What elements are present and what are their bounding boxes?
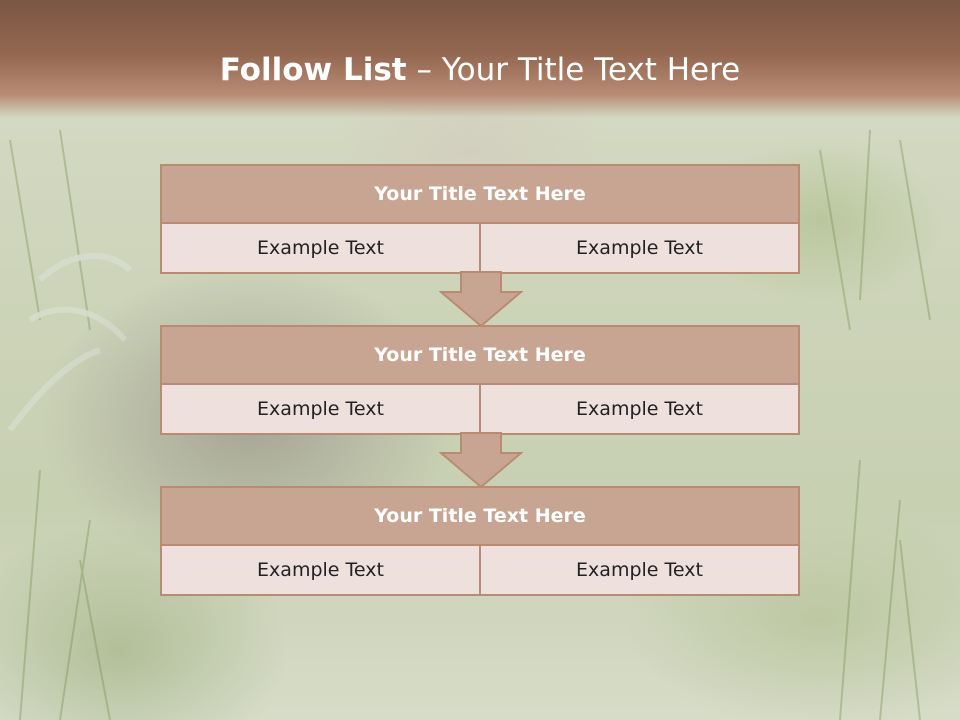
step-title: Your Title Text Here [162,166,798,224]
step-right-text: Example Text [479,546,798,594]
step-left-text: Example Text [257,398,384,420]
step-box-1: Your Title Text Here Example Text Exampl… [160,164,800,274]
down-arrow-icon [439,271,523,328]
title-bar [0,0,960,118]
step-title: Your Title Text Here [162,327,798,385]
down-arrow-icon [439,432,523,489]
step-title: Your Title Text Here [162,488,798,546]
title-bold: Follow List [219,52,407,88]
step-left-text: Example Text [257,559,384,581]
step-right-text: Example Text [479,385,798,433]
step-box-3: Your Title Text Here Example Text Exampl… [160,486,800,596]
step-box-2: Your Title Text Here Example Text Exampl… [160,325,800,435]
slide-title: Follow List – Your Title Text Here [0,52,960,88]
step-left-text: Example Text [257,237,384,259]
step-right-text: Example Text [479,224,798,272]
title-rest: – Your Title Text Here [406,52,741,88]
